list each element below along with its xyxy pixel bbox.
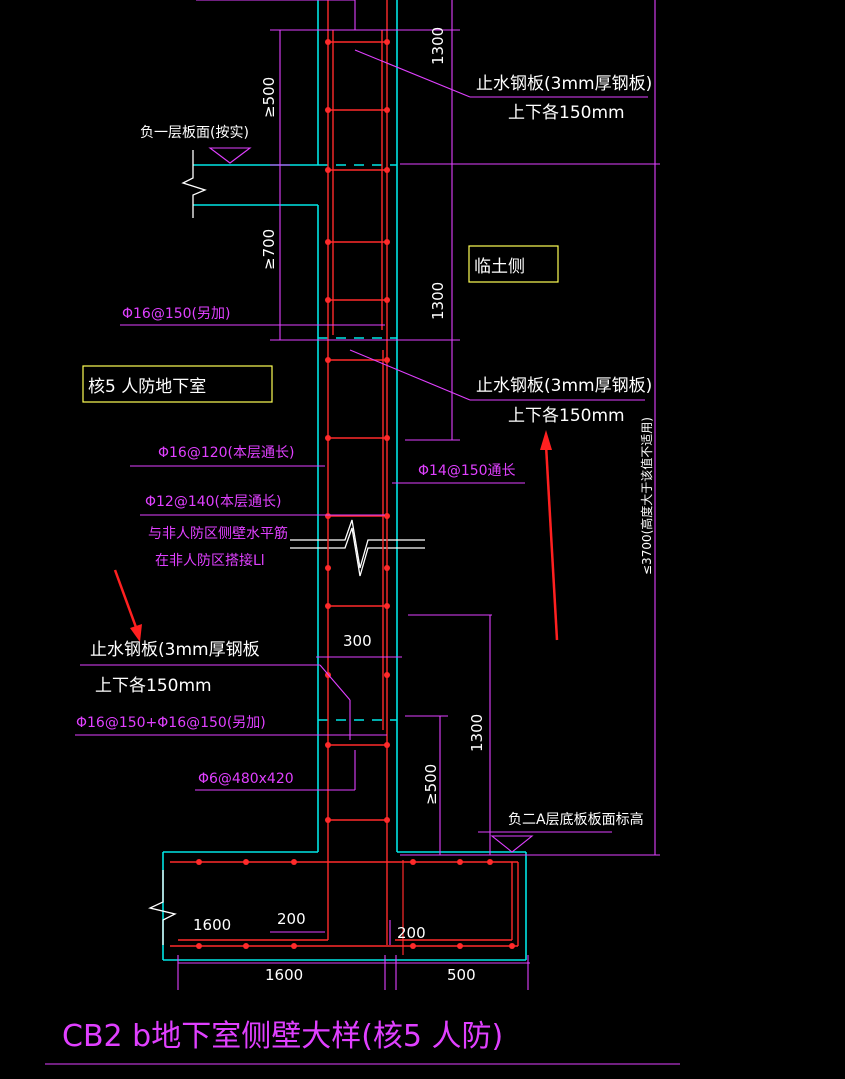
break-lines: [148, 150, 425, 945]
rebar-16-150-plus: Φ16@150+Φ16@150(另加): [76, 715, 266, 731]
waterstop-1-line1: 止水钢板(3mm厚钢板): [476, 74, 652, 94]
note-line-1: 与非人防区侧壁水平筋: [148, 525, 288, 542]
leader-lines: [45, 0, 680, 1065]
dim-1600-bottom: 1600: [265, 966, 303, 984]
waterstop-2-line1: 止水钢板(3mm厚钢板): [476, 376, 652, 396]
soil-side-box: [468, 245, 559, 283]
dim-1300-top: 1300: [429, 27, 447, 65]
rebar-12-140: Φ12@140(本层通长): [145, 494, 281, 510]
red-arrows: [113, 430, 559, 642]
drawing-title: CB2 b地下室侧壁大样(核5 人防): [62, 1019, 503, 1054]
labels: 止水钢板(3mm厚钢板) 上下各150mm 负一层板面(按实) 临土侧 Φ16@…: [62, 27, 654, 1054]
soil-side-label: 临土侧: [474, 257, 525, 277]
dim-700: ≥700: [260, 229, 278, 270]
floor-level-b1: 负一层板面(按实): [140, 125, 249, 141]
note-line-2: 在非人防区搭接Ll: [155, 552, 265, 569]
rebar-16-150-add: Φ16@150(另加): [122, 306, 230, 322]
floor-level-b2a: 负二A层底板板面标高: [508, 811, 644, 828]
dim-1600-inner: 1600: [193, 916, 231, 934]
dim-500-top: ≥500: [260, 77, 278, 118]
dim-1300-low: 1300: [468, 714, 486, 752]
rebar-6-480: Φ6@480x420: [198, 771, 294, 787]
room-box: [82, 365, 273, 403]
dim-500-low: ≥500: [422, 764, 440, 805]
wall-height-note: ≤3700(高度大于该值不适用): [639, 417, 654, 575]
dim-200-right: 200: [397, 924, 426, 942]
dim-500-bottom: 500: [447, 966, 476, 984]
wall-outline: [162, 0, 527, 961]
rebar-14-150: Φ14@150通长: [418, 463, 516, 479]
dim-300: 300: [343, 632, 372, 650]
rebar-dots: [196, 39, 515, 949]
dim-1300-mid: 1300: [429, 282, 447, 320]
rebar-16-120: Φ16@120(本层通长): [158, 445, 294, 461]
waterstop-3-line2: 上下各150mm: [95, 676, 212, 696]
room-label: 核5 人防地下室: [88, 377, 206, 397]
waterstop-1-line2: 上下各150mm: [508, 103, 625, 123]
dim-200-left: 200: [277, 910, 306, 928]
waterstop-2-line2: 上下各150mm: [508, 406, 625, 426]
waterstop-3-line1: 止水钢板(3mm厚钢板: [90, 640, 260, 660]
